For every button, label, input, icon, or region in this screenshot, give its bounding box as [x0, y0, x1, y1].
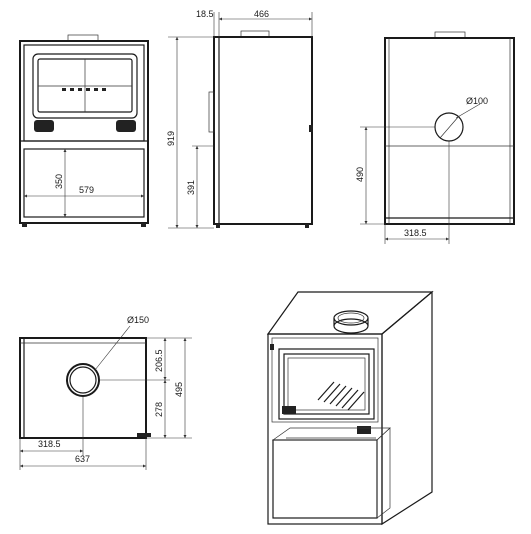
rear-stub	[309, 125, 313, 132]
iso-upper-inner	[271, 337, 379, 423]
dim-391: 391	[186, 180, 196, 195]
iso-hinge	[270, 344, 274, 350]
iso-glass	[283, 353, 370, 415]
rear-outlet-diag	[439, 115, 460, 139]
dim-490: 490	[355, 167, 365, 182]
stove-outline	[19, 40, 149, 224]
dim-919: 919	[166, 131, 176, 146]
leader-100	[455, 103, 481, 119]
iso-flue-inner	[337, 312, 365, 324]
side-foot-front	[216, 224, 220, 228]
dim-278: 278	[154, 402, 164, 417]
rear-outline	[384, 37, 515, 225]
iso-door	[278, 348, 375, 420]
dim-637: 637	[75, 454, 90, 464]
left-foot	[22, 223, 27, 227]
grate-bars	[62, 88, 106, 91]
log-store	[23, 148, 145, 218]
iso-firebox	[287, 357, 366, 411]
isometric-view	[266, 290, 434, 526]
dim-318: 318.5	[404, 228, 427, 238]
top-flue-inner	[69, 366, 97, 394]
iso-right-control	[357, 426, 371, 434]
door-handle	[208, 91, 215, 133]
right-control	[116, 120, 136, 132]
dim-466: 466	[254, 9, 269, 19]
dim-150: Ø150	[127, 315, 149, 325]
iso-grate	[317, 381, 365, 411]
left-control	[34, 120, 54, 132]
iso-side-face	[381, 290, 433, 526]
iso-flue-rim	[333, 310, 369, 326]
top-view: Ø150 206.5 278 495 318.5 637	[19, 315, 192, 470]
dim-495: 495	[174, 382, 184, 397]
right-foot	[141, 223, 146, 227]
dim-350: 350	[54, 174, 64, 189]
rear-flue-outlet	[434, 112, 464, 142]
side-outline	[213, 36, 313, 225]
dim-100: Ø100	[466, 96, 488, 106]
iso-log-store	[272, 439, 378, 519]
side-view: 18.5 466 919 391	[166, 9, 313, 229]
dim-318b: 318.5	[38, 439, 61, 449]
iso-front-face	[267, 333, 383, 525]
top-rear-stub	[137, 433, 151, 437]
iso-left-control	[282, 406, 296, 414]
iso-log-side	[376, 427, 391, 519]
dim-579: 579	[79, 185, 94, 195]
dim-2065: 206.5	[154, 349, 164, 372]
iso-flue-top	[333, 318, 369, 334]
leader-150	[94, 325, 131, 371]
rear-view: Ø100 490 318.5	[355, 31, 515, 244]
front-view: 350 579	[19, 34, 149, 227]
side-foot-rear	[305, 224, 309, 228]
top-flue-ring	[66, 363, 100, 397]
door-frame	[32, 53, 138, 119]
dim-18: 18.5	[196, 9, 214, 19]
